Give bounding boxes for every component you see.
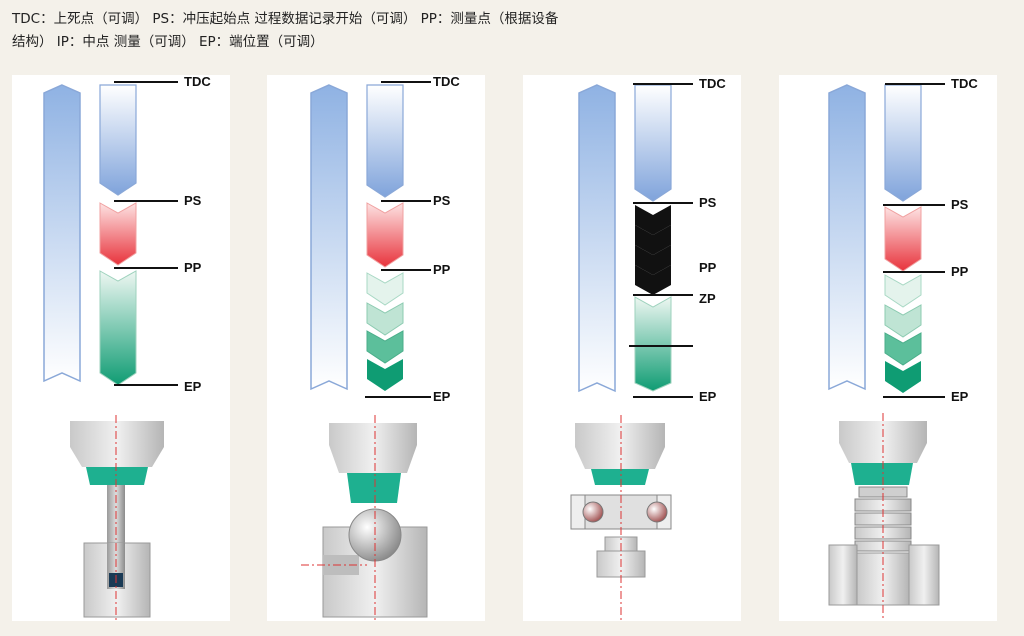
label-ep: EP xyxy=(184,379,202,394)
label-pp: PP xyxy=(184,260,202,275)
legend-line-1: TDC：上死点（可调） PS：冲压起始点 过程数据记录开始（可调） PP：测量点… xyxy=(12,11,559,27)
label-tdc: TDC xyxy=(699,76,726,91)
panel-3: TDC PS PP ZP EP xyxy=(523,75,741,621)
press-head xyxy=(70,421,164,467)
label-zp: ZP xyxy=(699,291,716,306)
label-ps: PS xyxy=(951,197,969,212)
label-ps: PS xyxy=(184,193,202,208)
panel-4: TDC PS PP EP xyxy=(779,75,997,621)
label-pp: PP xyxy=(699,260,717,275)
full-stroke-arrow xyxy=(43,84,81,383)
label-ep: EP xyxy=(951,389,969,404)
approach-arrow xyxy=(99,84,137,196)
panel-2: TDC PS PP EP xyxy=(267,75,485,621)
label-tdc: TDC xyxy=(184,75,211,89)
label-ps: PS xyxy=(699,195,717,210)
measure-arrow xyxy=(99,202,137,266)
panel-1: TDC PS PP EP xyxy=(12,75,230,621)
label-pp: PP xyxy=(951,264,969,279)
label-ps: PS xyxy=(433,193,451,208)
teal-ring xyxy=(86,467,148,485)
label-pp: PP xyxy=(433,262,451,277)
label-ep: EP xyxy=(433,389,451,404)
legend-line-2: 结构） IP：中点 测量（可调） EP：端位置（可调） xyxy=(12,34,324,50)
label-ep: EP xyxy=(699,389,717,404)
label-tdc: TDC xyxy=(433,75,460,89)
press-arrow xyxy=(99,270,137,386)
legend-text: TDC：上死点（可调） PS：冲压起始点 过程数据记录开始（可调） PP：测量点… xyxy=(12,8,1012,54)
label-tdc: TDC xyxy=(951,76,978,91)
